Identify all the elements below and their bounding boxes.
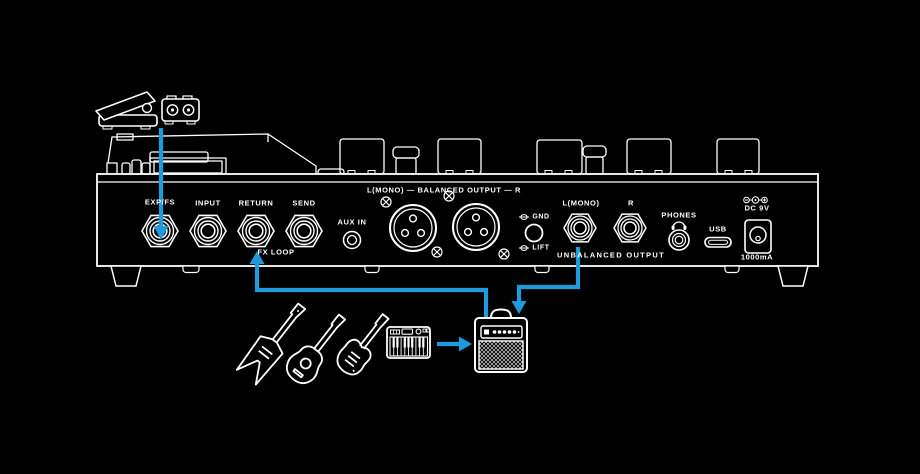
lift-plug-icon — [519, 245, 529, 251]
aux-in-label: AUX IN — [337, 217, 367, 227]
connection-arrows — [153, 128, 581, 352]
unbalanced-output-label: UNBALANCED OUTPUT — [557, 250, 665, 260]
dc-9v-label: DC 9V — [744, 203, 770, 213]
exp-fs-label: EXP/FS — [144, 197, 176, 207]
balanced-output-label: L(MONO) — BALANCED OUTPUT — R — [366, 185, 522, 195]
aux-in-jack — [342, 230, 362, 250]
arrow-output-to-amp — [511, 247, 581, 314]
electric-guitar-icon — [336, 313, 390, 376]
gnd-plug-icon — [519, 214, 529, 220]
input-label: INPUT — [195, 198, 221, 208]
ground-lift-switch — [519, 214, 544, 251]
dc-power-jack — [744, 219, 772, 254]
usb-port — [704, 236, 732, 248]
unbal-left-label: L(MONO) — [562, 198, 600, 208]
unbal-right-jack — [613, 213, 647, 243]
rear-panel — [96, 173, 819, 287]
return-label: RETURN — [238, 198, 274, 208]
xlr-right — [452, 203, 500, 251]
unbalanced-outputs — [563, 213, 647, 243]
dual-footswitch-icon — [161, 95, 200, 125]
headphones-icon — [671, 221, 687, 230]
dc-power — [743, 196, 772, 254]
unbal-left-jack — [563, 213, 597, 243]
amplifier-icon — [474, 308, 528, 373]
arrow-amp-to-return — [249, 251, 489, 317]
phones-label: PHONES — [661, 210, 697, 220]
return-jack — [237, 214, 275, 248]
panel-screws — [380, 190, 510, 260]
lift-label: LIFT — [532, 244, 550, 252]
xlr-left — [389, 204, 437, 252]
phones-jack — [668, 229, 690, 251]
gnd-label: GND — [532, 213, 550, 221]
keyboard-icon — [386, 326, 431, 359]
arrow-keyboard-to-amp — [437, 336, 472, 352]
acoustic-guitar-icon — [286, 313, 347, 385]
current-label: 1000mA — [740, 252, 774, 262]
unbal-right-label: R — [627, 198, 635, 208]
flying-v-guitar-icon — [235, 302, 307, 386]
phones-output — [668, 221, 690, 251]
input-jack — [189, 214, 227, 248]
expression-pedal-icon — [95, 91, 158, 130]
arrow-pedal-to-expfs — [153, 128, 169, 240]
device-top-silhouette — [106, 133, 760, 176]
power-polarity-icon — [743, 196, 768, 204]
send-jack — [285, 214, 323, 248]
send-label: SEND — [292, 198, 316, 208]
usb-label: USB — [709, 224, 727, 234]
balanced-xlr-outputs — [380, 190, 510, 260]
fx-loop-label: FX LOOP — [257, 247, 295, 257]
